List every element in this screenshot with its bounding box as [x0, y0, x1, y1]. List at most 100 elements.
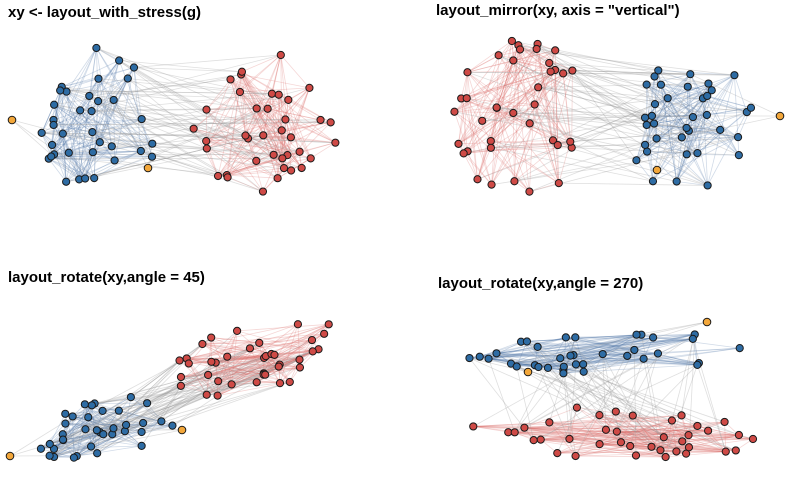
graph-node: [81, 425, 90, 434]
graph-node: [252, 378, 261, 387]
graph-node: [176, 372, 186, 382]
graph-node: [486, 143, 496, 152]
highlight-node-edges: [11, 99, 153, 180]
graph-node: [139, 418, 148, 428]
graph-node: [543, 363, 553, 372]
graph-node: [652, 134, 661, 143]
graph-node: [64, 148, 73, 157]
graph-node: [611, 407, 620, 416]
graph-node: [223, 352, 232, 361]
graph-node: [509, 108, 518, 118]
graph-node: [686, 70, 695, 79]
graph-node: [553, 448, 562, 458]
graph-node: [87, 107, 96, 116]
graph-node: [663, 94, 672, 103]
graph-node: [734, 151, 743, 160]
graph-node: [641, 140, 650, 149]
graph-node: [274, 90, 283, 99]
highlight-node: [7, 115, 17, 125]
graph-node: [525, 187, 534, 196]
graph-node: [642, 120, 651, 130]
graph-node: [546, 67, 555, 76]
graph-node: [93, 449, 102, 458]
graph-node: [630, 345, 639, 355]
red-cluster-edges: [454, 40, 573, 193]
graph-node: [126, 393, 135, 402]
graph-node: [601, 425, 611, 434]
graph-node: [279, 164, 289, 173]
graph-node: [647, 111, 657, 121]
graph-node: [684, 431, 693, 440]
graph-node: [716, 125, 725, 135]
graph-node: [703, 181, 712, 190]
graph-node: [88, 148, 97, 157]
graph-node: [81, 174, 90, 183]
graph-node: [561, 333, 570, 342]
graph-node: [720, 417, 729, 427]
graph-node: [568, 66, 577, 75]
graph-node: [656, 446, 665, 455]
red-cluster-nodes: [189, 50, 340, 196]
graph-node: [114, 406, 123, 415]
graph-node: [693, 149, 702, 158]
graph-node: [189, 124, 198, 133]
graph-node: [536, 435, 545, 444]
graph-node: [553, 140, 562, 150]
graph-node: [642, 147, 652, 156]
graph-node: [123, 74, 132, 83]
graph-node: [492, 103, 501, 112]
graph-node: [598, 349, 607, 359]
graph-node: [465, 353, 474, 363]
graph-node: [475, 352, 484, 361]
graph-node: [566, 137, 575, 146]
highlight-node-edges: [9, 403, 183, 457]
graph-node: [98, 406, 107, 415]
graph-node: [661, 452, 670, 462]
graph-node: [487, 180, 496, 189]
network-plot-mirror: [450, 36, 785, 196]
panel-layout-rotate-270: layout_rotate(xy,angle = 270): [400, 245, 800, 491]
graph-node: [295, 147, 304, 156]
graph-node: [306, 154, 315, 163]
graph-node: [36, 444, 46, 453]
graph-node: [68, 412, 77, 421]
graph-node: [58, 129, 67, 138]
graph-node: [559, 369, 568, 378]
red-cluster-nodes: [469, 403, 758, 462]
graph-node: [571, 360, 581, 369]
graph-node: [545, 58, 554, 68]
panel-title-rotate-45: layout_rotate(xy,angle = 45): [8, 269, 205, 286]
graph-node: [50, 100, 59, 109]
graph-node: [639, 354, 648, 363]
graph-node: [76, 106, 85, 115]
graph-node: [287, 166, 296, 175]
graph-node: [252, 156, 261, 165]
graph-node: [61, 409, 70, 418]
graph-node: [703, 91, 712, 101]
graph-node: [305, 83, 314, 92]
blue-cluster-nodes: [37, 43, 157, 186]
graph-node: [85, 91, 94, 101]
graph-node: [270, 350, 279, 359]
graph-node: [45, 439, 54, 449]
panel-layout-with-stress: xy <- layout_with_stress(g): [0, 0, 400, 245]
graph-node: [293, 320, 303, 329]
graph-node: [534, 362, 543, 372]
graph-node: [307, 335, 317, 345]
graph-node: [237, 67, 247, 76]
graph-node: [616, 438, 626, 447]
graph-node: [649, 119, 659, 128]
graph-node: [286, 133, 296, 142]
highlight-node: [143, 163, 153, 173]
blue-cluster-nodes: [36, 393, 177, 462]
graph-node: [202, 136, 211, 146]
graph-node: [324, 320, 333, 329]
graph-node: [316, 115, 325, 125]
graph-node: [648, 177, 658, 186]
graph-node: [277, 126, 286, 135]
graph-node: [650, 100, 660, 109]
graph-node: [478, 116, 487, 125]
graph-node: [297, 163, 306, 173]
graph-node: [47, 152, 56, 161]
graph-node: [45, 451, 54, 460]
